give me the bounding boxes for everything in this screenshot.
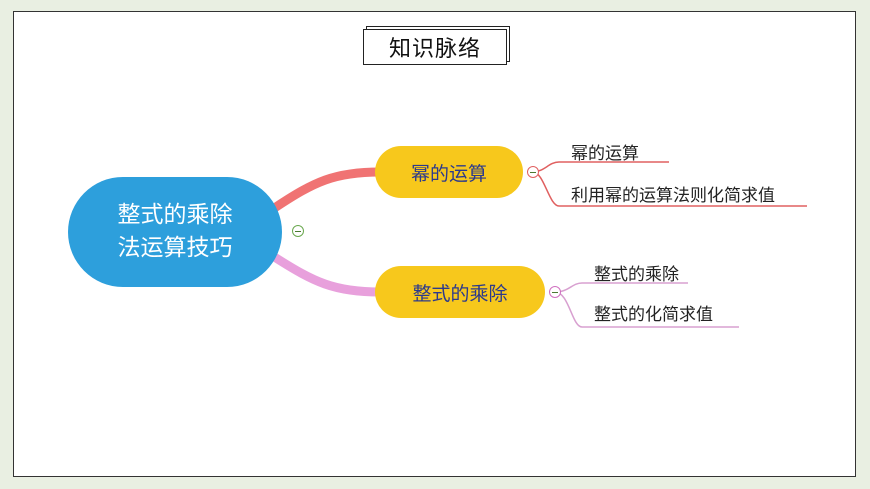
branch-node-power-operations[interactable]: 幂的运算 <box>375 146 523 198</box>
root-node[interactable]: 整式的乘除 法运算技巧 <box>68 177 282 287</box>
collapse-minus-icon[interactable] <box>549 286 561 298</box>
leaf-node[interactable]: 利用幂的运算法则化简求值 <box>571 186 775 206</box>
page-title: 知识脉络 <box>363 29 507 65</box>
leaf-node[interactable]: 幂的运算 <box>571 144 639 164</box>
root-line-2: 法运算技巧 <box>117 235 233 261</box>
root-line-1: 整式的乘除 <box>117 202 233 228</box>
collapse-minus-icon[interactable] <box>527 166 539 178</box>
connector-root-branch2 <box>271 253 385 297</box>
collapse-minus-icon[interactable] <box>292 225 304 237</box>
slide-canvas: 知识脉络 整式的乘除 法运算技巧 幂的运算 整式的乘除 幂的运算 利用幂的运算法… <box>13 11 856 477</box>
connector-root-branch1 <box>271 167 385 212</box>
leaf-node[interactable]: 整式的化简求值 <box>594 305 713 325</box>
branch-node-polynomial-mult-div[interactable]: 整式的乘除 <box>375 266 545 318</box>
leaf-node[interactable]: 整式的乘除 <box>594 265 679 285</box>
